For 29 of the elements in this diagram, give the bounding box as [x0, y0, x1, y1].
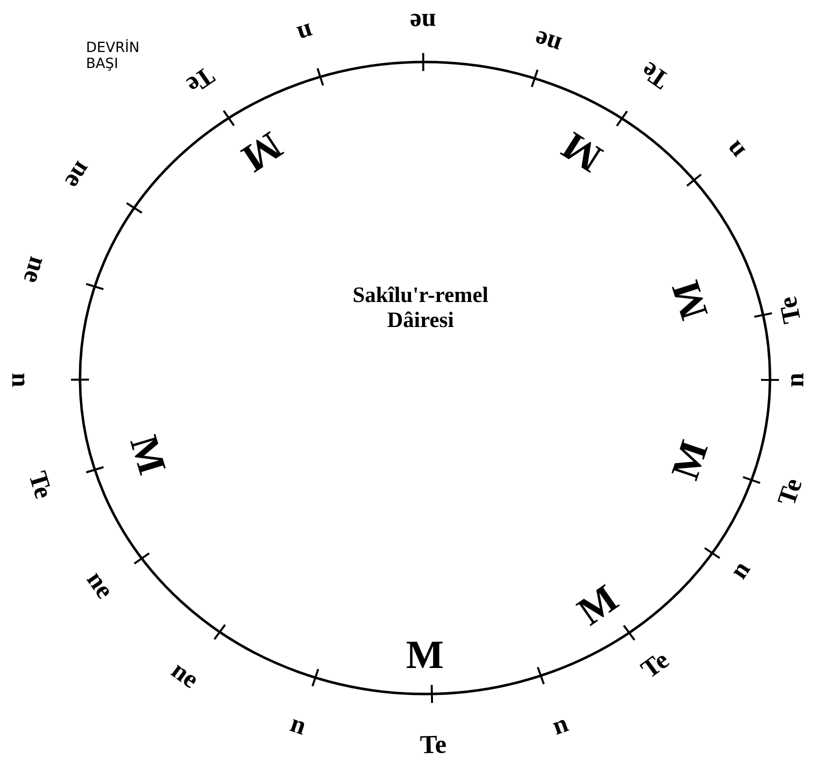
beat-syllable: n — [294, 18, 316, 48]
beat-syllable: n — [549, 710, 572, 740]
beat-syllable: Te — [773, 475, 806, 509]
beat-syllable: Te — [774, 294, 806, 326]
beat-syllable: ne — [18, 254, 52, 286]
beat-syllable: Te — [181, 62, 218, 98]
circle-title: Sakîlu'r-remel Dâiresi — [352, 282, 490, 333]
beat-syllable: ne — [410, 8, 436, 36]
stroke-mark: M — [123, 431, 172, 479]
beat-syllable: ne — [82, 566, 118, 604]
beat-syllable: n — [782, 372, 808, 388]
beat-syllable: n — [7, 372, 34, 388]
cycle-start-note: DEVRİN BAŞI — [86, 40, 141, 72]
beat-syllable: ne — [166, 656, 204, 694]
beat-syllable: n — [725, 556, 756, 584]
stroke-mark: M — [555, 125, 609, 179]
stroke-mark: M — [664, 436, 715, 484]
stroke-mark: M — [570, 578, 625, 632]
beat-syllable: ne — [60, 157, 96, 193]
stroke-mark: M — [406, 635, 444, 675]
beat-syllable: ne — [532, 26, 564, 58]
beat-syllable: n — [720, 136, 750, 164]
beat-syllable: Te — [636, 56, 674, 94]
beat-syllable: n — [287, 710, 310, 740]
stroke-mark: M — [665, 276, 715, 324]
beat-syllable: Te — [636, 646, 674, 684]
beat-syllable: Te — [23, 468, 56, 502]
beat-syllable: Te — [419, 732, 446, 758]
stroke-mark: M — [235, 124, 289, 180]
